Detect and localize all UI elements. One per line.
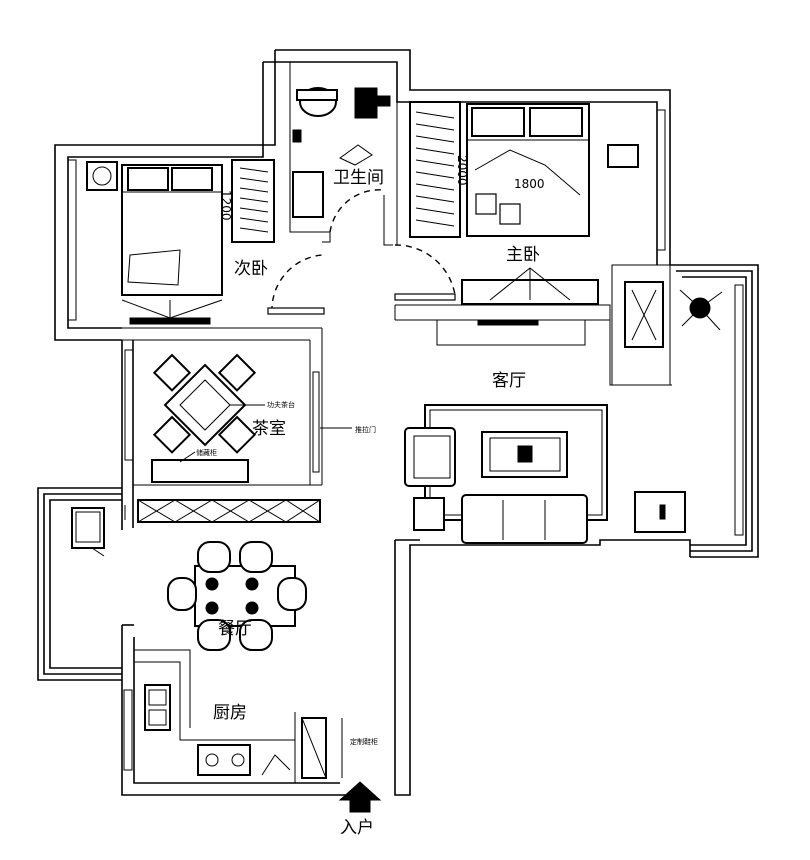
room-label-dining: 餐厅: [218, 619, 252, 639]
tea-table-label: 功夫茶台: [267, 400, 295, 409]
master-bed-width-dim: 1800: [514, 177, 545, 191]
room-label-living-room: 客厅: [492, 371, 526, 391]
room-label-second-bedroom: 次卧: [234, 259, 268, 279]
armchair: [404, 427, 456, 487]
second-bedroom-furniture: 1200: [86, 159, 275, 325]
bathroom-fixtures: [292, 87, 391, 218]
room-label-master-bedroom: 主卧: [506, 245, 540, 265]
room-label-tea-room: 茶室: [252, 419, 286, 439]
entrance-arrow-icon: [338, 781, 382, 813]
room-labels: 卫生间 次卧 主卧 客厅 茶室 餐厅 厨房: [213, 168, 540, 723]
dining-furniture: [167, 541, 307, 651]
doors: [267, 144, 456, 473]
room-label-bathroom: 卫生间: [333, 168, 384, 188]
passage-cabinet: [137, 499, 321, 523]
balcony-cabinet: [624, 281, 664, 348]
washing-machine: [71, 507, 105, 557]
windows: [67, 109, 744, 771]
stove: [197, 744, 251, 776]
room-label-kitchen: 厨房: [213, 703, 247, 723]
living-room-furniture: [404, 281, 723, 544]
shoe-cabinet-label: 定制鞋柜: [350, 737, 378, 746]
master-bed-length-dim: 2000: [455, 155, 469, 186]
exterior-walls: [37, 49, 759, 796]
entrance: 入户: [338, 781, 382, 838]
storage-cabinet: [151, 459, 249, 483]
entrance-label: 入户: [340, 818, 374, 838]
storage-cabinet-label: 储藏柜: [196, 448, 217, 457]
living-cabinet: [634, 491, 686, 533]
kitchen-fixtures: 定制鞋柜: [144, 684, 378, 779]
side-table: [413, 497, 445, 531]
second-bed-width-dim: 1200: [219, 190, 233, 221]
tea-room-furniture: 功夫茶台 储藏柜 推拉门: [151, 353, 376, 483]
tea-table: [163, 363, 247, 447]
master-bedroom-furniture: 2000 1800: [409, 101, 639, 326]
interior-walls: [122, 62, 672, 783]
sofa: [461, 494, 588, 544]
master-wardrobe: [409, 101, 461, 238]
sliding-door-label: 推拉门: [355, 425, 376, 434]
